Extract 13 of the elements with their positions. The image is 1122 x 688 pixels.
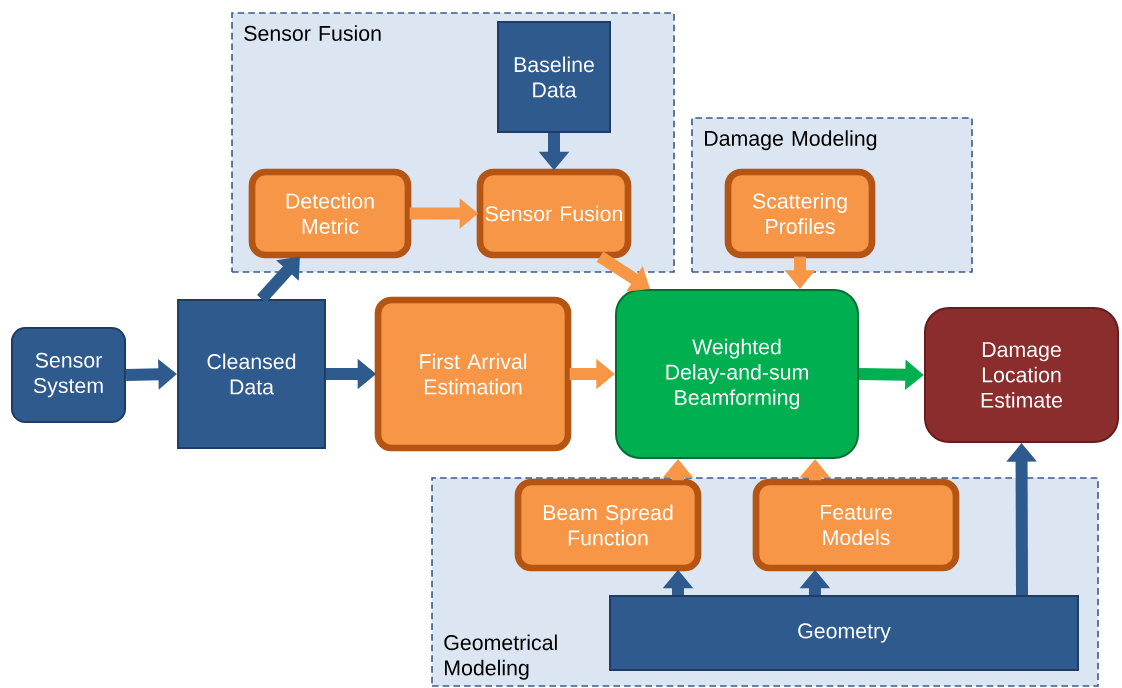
process-box: Detection Metric <box>248 168 412 259</box>
process-box: Cleansed Data <box>177 299 326 449</box>
arrow <box>596 251 650 292</box>
process-box: Scattering Profiles <box>724 168 876 259</box>
process-box: Damage Location Estimate <box>923 307 1120 443</box>
process-box: Weighted Delay-and-sum Beamforming <box>615 289 859 459</box>
process-box: Geometry <box>609 595 1079 671</box>
process-box: First Arrival Estimation <box>374 296 572 452</box>
process-box: Feature Models <box>752 478 960 572</box>
process-box: Baseline Data <box>497 21 611 133</box>
process-box: Beam Spread Function <box>514 478 702 572</box>
process-box: Sensor System <box>10 327 127 423</box>
process-box: Sensor Fusion <box>476 168 632 259</box>
